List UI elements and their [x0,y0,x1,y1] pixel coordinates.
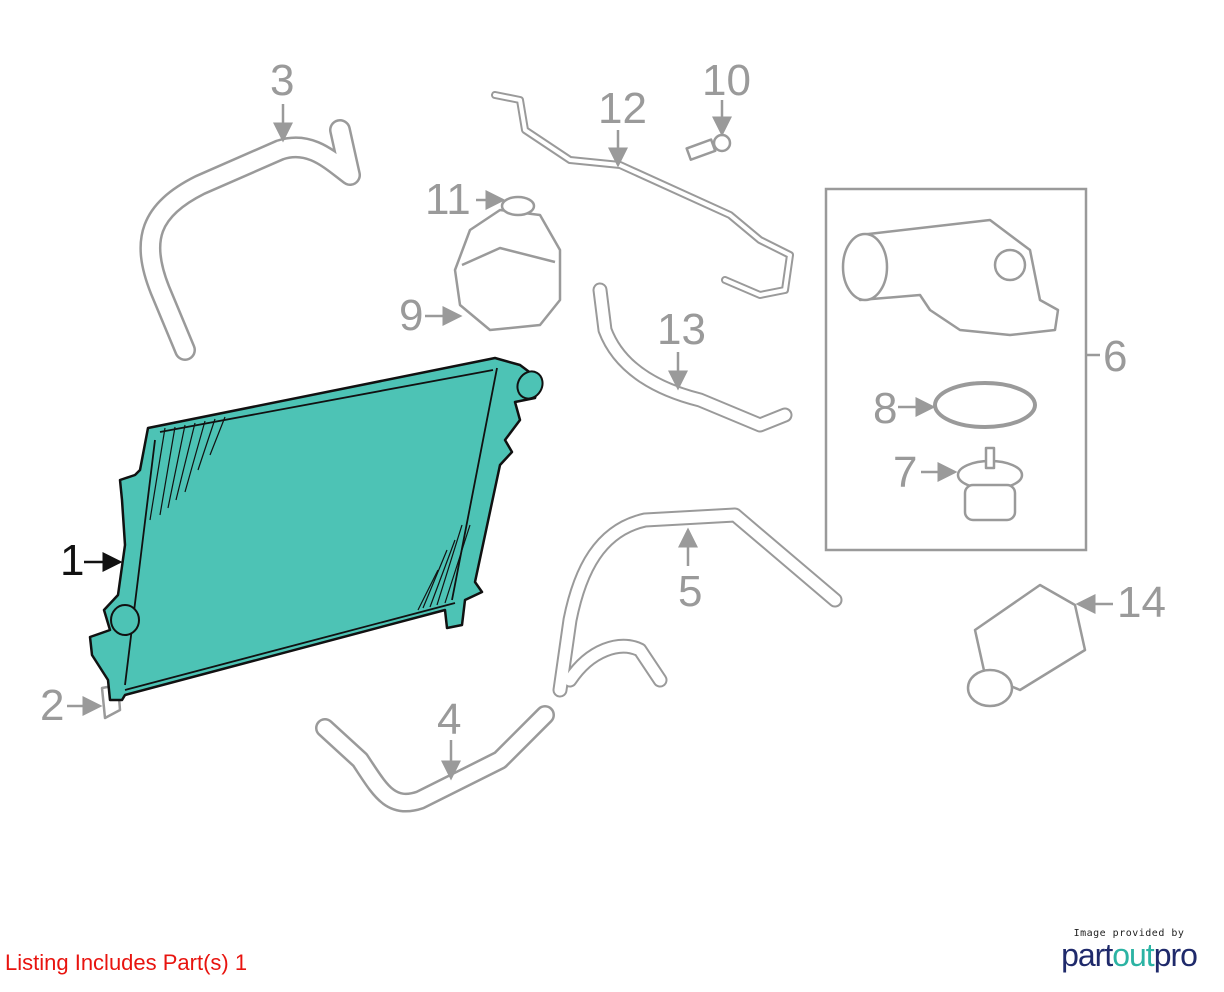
callout-14: 14 [1117,578,1166,627]
part-3-upper-hose[interactable] [139,119,361,361]
part-7-thermostat[interactable] [956,446,1024,522]
part-10-bolt[interactable] [685,133,732,161]
callout-6: 6 [1103,332,1127,381]
callout-10: 10 [702,56,751,105]
callout-3: 3 [270,56,294,105]
logo-provided-by: Image provided by [1073,928,1185,939]
partoutpro-logo: Image provided by partoutpro [1054,928,1204,971]
part-1-radiator[interactable] [88,356,547,702]
callout-1: 1 [60,536,84,585]
logo-part: part [1061,937,1113,973]
part-8-seal[interactable] [933,381,1037,429]
callout-8: 8 [873,384,897,433]
logo-out: out [1112,937,1154,973]
callout-9: 9 [399,291,423,340]
part-6-group-box [824,187,1088,552]
part-12-tube[interactable] [491,91,794,299]
part-4-hose[interactable] [315,705,555,813]
callout-2: 2 [40,681,64,730]
callout-5: 5 [678,567,702,616]
listing-caption: Listing Includes Part(s) 1 [5,950,248,975]
part-11-reservoir[interactable] [453,195,562,332]
part-13-hose[interactable] [592,282,793,433]
part-14-housing[interactable] [966,583,1087,708]
callout-arrows [67,100,1113,781]
logo-wordmark: partoutpro [1054,939,1204,971]
callout-4: 4 [437,695,461,744]
part-5-hose[interactable] [552,507,843,698]
logo-pro: pro [1153,937,1198,973]
callout-11: 11 [425,175,471,224]
callout-7: 7 [893,448,917,497]
callout-13: 13 [657,305,706,354]
callout-12: 12 [598,84,647,133]
part-6-thermostat-housing[interactable] [841,218,1060,337]
